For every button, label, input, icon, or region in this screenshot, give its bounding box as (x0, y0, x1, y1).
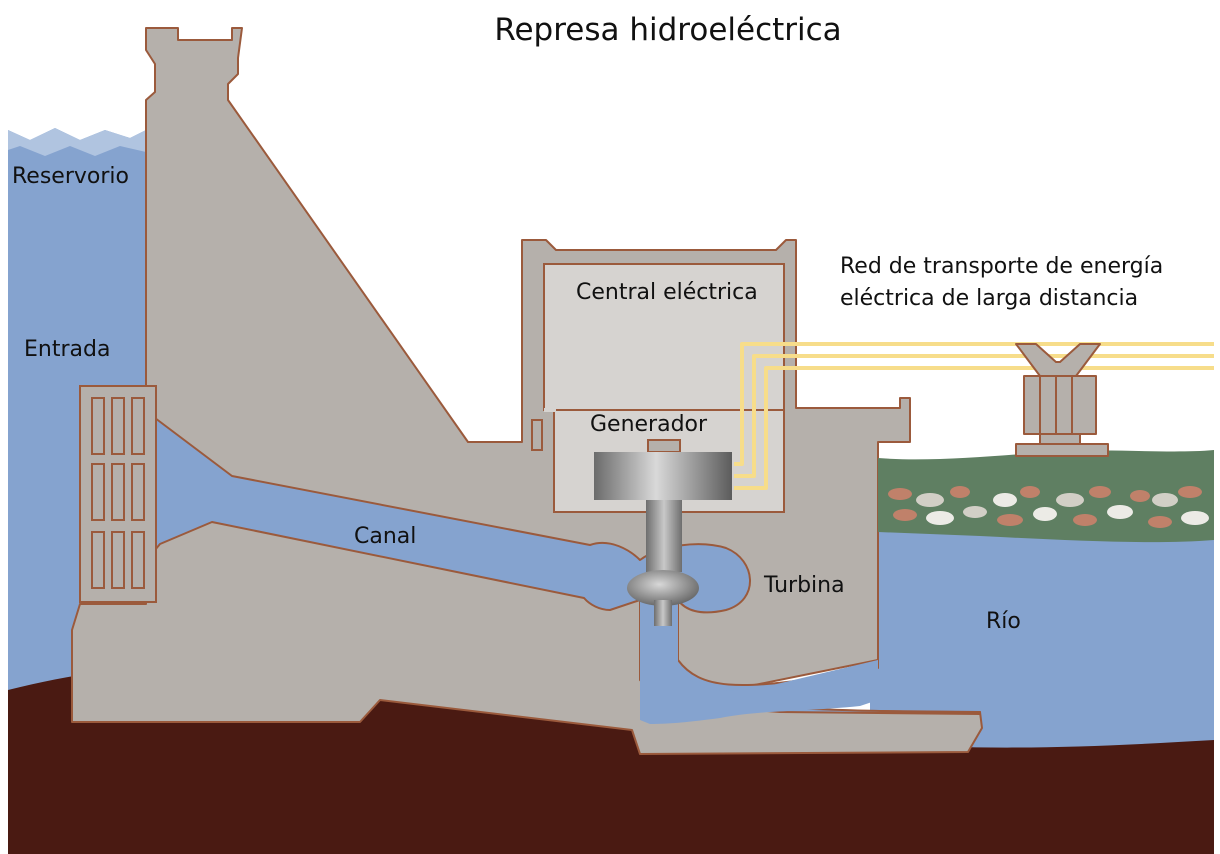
powerhouse-window (531, 419, 543, 451)
riverbank-grass (878, 450, 1214, 543)
label-turbine: Turbina (763, 573, 845, 598)
powerhouse-floor-left (544, 408, 556, 412)
label-reservoir: Reservorio (12, 164, 129, 189)
turbine-shaft (646, 500, 682, 572)
power-lines (734, 342, 1214, 490)
diagram-title: Represa hidroeléctrica (494, 12, 841, 48)
generator-cap (647, 439, 681, 453)
outlet-channel-water (640, 600, 878, 724)
label-powerhouse: Central eléctrica (576, 280, 758, 305)
generator (594, 452, 732, 500)
label-penstock: Canal (354, 524, 416, 549)
turbine-hub (654, 600, 672, 626)
label-generator: Generador (590, 412, 708, 437)
label-river: Río (986, 609, 1021, 634)
riverbank-rocks (888, 486, 1209, 528)
label-transmission-line-1: Red de transporte de energía (840, 254, 1163, 279)
turbine (627, 570, 699, 606)
label-intake: Entrada (24, 337, 110, 362)
dam-body (71, 27, 983, 755)
reservoir-wave-highlight (8, 128, 146, 156)
intake-grating (91, 397, 145, 589)
transformer (1015, 343, 1109, 457)
label-transmission-line-2: eléctrica de larga distancia (840, 286, 1138, 311)
